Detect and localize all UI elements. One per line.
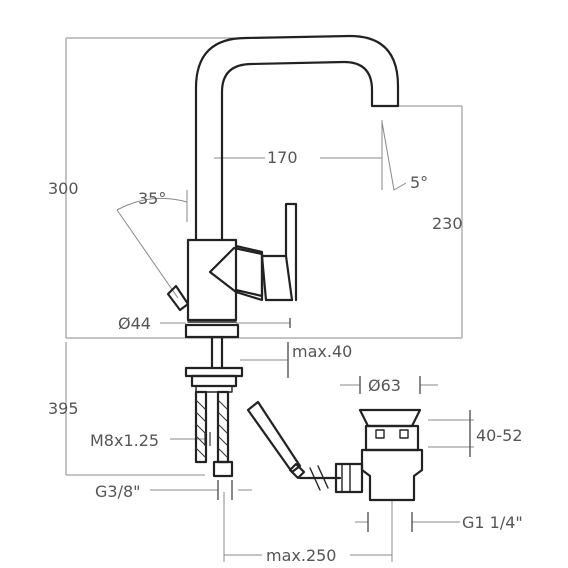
label-waste-thickness: 40-52 <box>476 426 523 445</box>
hose-right <box>216 390 230 464</box>
label-total-height: 300 <box>48 179 79 198</box>
hose-braid <box>195 399 229 459</box>
label-waste-diameter: Ø63 <box>368 376 401 395</box>
waste-flange <box>358 408 422 428</box>
waste-slot-right <box>399 429 409 439</box>
waste-side-port <box>334 462 364 494</box>
waste-assembly <box>334 408 424 502</box>
mount-nut <box>190 374 238 388</box>
label-body-diameter: Ø44 <box>118 314 151 333</box>
tap-assembly <box>166 34 424 502</box>
label-mount-depth: 395 <box>48 399 79 418</box>
dimension-lines <box>65 37 474 562</box>
dimension-labels: 300 170 5° 35° 230 Ø44 max.40 395 M8x1.2… <box>48 148 523 565</box>
label-hose-thread: G3/8" <box>95 482 141 501</box>
hose-left <box>194 390 208 464</box>
dim-angle-35-b <box>116 209 179 299</box>
lever-cartridge <box>208 246 264 302</box>
label-spout-angle: 5° <box>410 173 428 192</box>
popup-knob <box>166 284 190 312</box>
lever-grip <box>260 254 294 302</box>
lever-arm <box>284 202 298 302</box>
waste-slot-left <box>375 429 385 439</box>
label-lever-angle: 35° <box>138 189 166 208</box>
spout <box>194 34 400 242</box>
mount-plate <box>184 366 244 378</box>
waste-nut <box>360 448 424 502</box>
label-stud-thread: M8x1.25 <box>90 431 159 450</box>
dim-angle-5 <box>381 121 407 191</box>
popup-rod <box>246 400 342 491</box>
mount-washer <box>195 385 233 393</box>
dim-angle-35-arc <box>116 197 188 211</box>
tap-body <box>186 238 238 322</box>
label-waste-thread: G1 1/4" <box>462 513 523 532</box>
label-spout-reach: 170 <box>267 148 298 167</box>
body-base <box>184 323 240 339</box>
rod-main <box>246 400 302 474</box>
label-deck-thickness: max.40 <box>292 342 352 361</box>
label-spout-height: 230 <box>432 214 463 233</box>
waste-body <box>364 424 420 452</box>
rod-clip <box>288 462 306 480</box>
hose-connector <box>212 460 234 478</box>
label-rod-length: max.250 <box>266 546 336 565</box>
rod-spring <box>309 465 329 491</box>
flexible-hoses <box>194 390 234 478</box>
